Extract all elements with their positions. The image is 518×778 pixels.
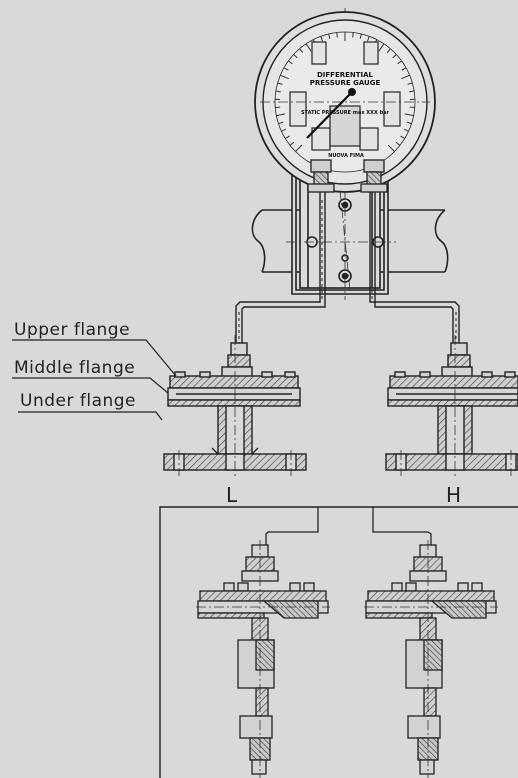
detail-view-box bbox=[159, 506, 518, 778]
high-side-label: H bbox=[446, 483, 462, 507]
under-flange-label: Under flange bbox=[20, 391, 137, 411]
detail-seal-pair bbox=[196, 540, 498, 778]
pressure-gauge: DIFFERENTIAL PRESSURE GAUGE STATIC PRESS… bbox=[254, 11, 436, 193]
detail-seal-unit bbox=[196, 540, 330, 778]
middle-flange-label: Middle flange bbox=[14, 358, 136, 378]
capillary-tubes bbox=[235, 192, 460, 345]
gauge-title-line1: DIFFERENTIAL bbox=[317, 71, 374, 79]
gauge-needle bbox=[306, 91, 353, 139]
low-side-label: L bbox=[226, 483, 238, 507]
gauge-title-line2: PRESSURE GAUGE bbox=[310, 79, 381, 87]
gauge-range-text: STATIC PRESSURE max XXX bar bbox=[301, 110, 390, 116]
seal-assembly-high bbox=[385, 342, 518, 471]
detail-seal-unit bbox=[364, 540, 498, 778]
capillary-armour bbox=[238, 200, 457, 343]
leader-lines bbox=[12, 339, 177, 421]
upper-flange-label: Upper flange bbox=[14, 320, 131, 340]
gauge-brand: NUOVA FIMA bbox=[328, 153, 364, 159]
